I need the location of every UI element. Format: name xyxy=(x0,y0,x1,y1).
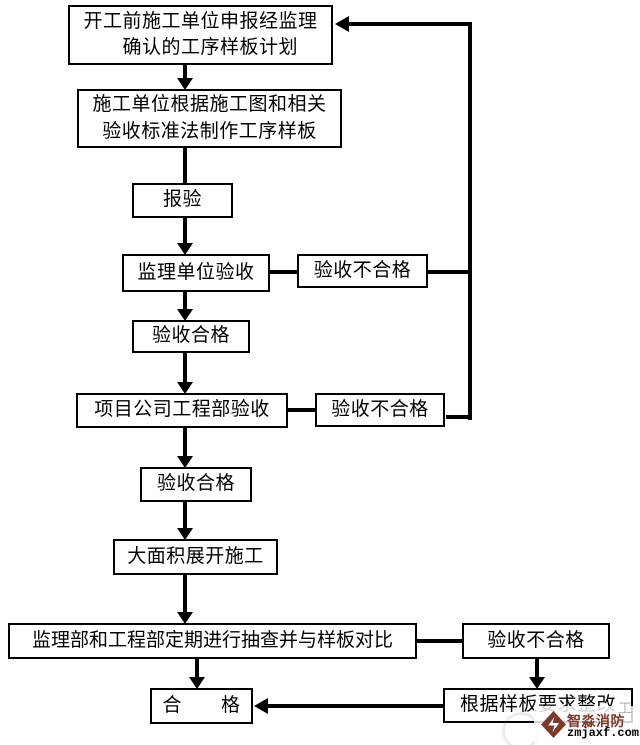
arrowhead-down-icon xyxy=(177,243,193,255)
connector-check-to-fail3 xyxy=(415,639,464,643)
flow-node-full-construction: 大面积展开施工 xyxy=(113,539,278,575)
arrowhead-down-icon xyxy=(529,677,545,689)
connector-fail1-to-feedback xyxy=(426,270,472,274)
arrowhead-down-icon xyxy=(177,309,193,321)
flow-node-supervisor-inspection: 监理单位验收 xyxy=(122,254,270,292)
arrowhead-down-icon xyxy=(177,382,193,394)
arrowhead-down-icon xyxy=(177,528,193,540)
arrow-construction-to-check xyxy=(183,575,187,612)
connector-make-to-submit xyxy=(183,148,187,183)
connector-supervisor-to-fail1 xyxy=(268,270,299,274)
flow-node-pass-2: 验收合格 xyxy=(140,467,252,502)
arrow-submit-to-supervisor xyxy=(183,218,187,243)
feedback-line-vertical xyxy=(468,22,472,420)
flow-node-periodic-check: 监理部和工程部定期进行抽查并与样板对比 xyxy=(8,623,417,659)
arrowhead-down-icon xyxy=(177,78,193,90)
arrowhead-left-icon xyxy=(335,16,349,32)
watermark-logo-icon xyxy=(541,711,566,738)
arrow-fail3-to-rectify xyxy=(535,659,539,677)
flow-node-qualified: 合 格 xyxy=(150,688,253,724)
flow-node-fail-2: 验收不合格 xyxy=(315,393,445,427)
watermark-ghost-char: 工 xyxy=(618,700,632,716)
flow-node-pass-1: 验收合格 xyxy=(132,320,250,353)
flow-node-fail-1: 验收不合格 xyxy=(297,254,428,288)
arrow-supervisor-to-pass1 xyxy=(183,292,187,309)
flow-node-make-sample: 施工单位根据施工图和相关 验收标准法制作工序样板 xyxy=(77,89,342,148)
arrow-company-to-pass2 xyxy=(183,428,187,456)
arrowhead-down-icon xyxy=(177,456,193,468)
watermark-brand-text: 智淼消防 xyxy=(567,713,625,729)
flow-node-company-inspection: 项目公司工程部验收 xyxy=(76,393,288,428)
arrowhead-left-icon xyxy=(254,698,268,714)
arrow-pass1-to-company xyxy=(183,353,187,382)
watermark-site-text: zmjaxf.com xyxy=(567,726,640,740)
connector-fail2-to-feedback xyxy=(446,415,472,419)
flow-node-submit-inspection: 报验 xyxy=(132,183,233,218)
arrowhead-down-icon xyxy=(189,677,205,689)
arrow-check-to-qualified xyxy=(195,659,199,677)
flow-node-sample-plan: 开工前施工单位申报经监理 确认的工序样板计划 xyxy=(68,5,333,65)
arrow-pass2-to-construction xyxy=(183,502,187,528)
arrow-plan-to-make xyxy=(183,65,187,79)
arrowhead-down-icon xyxy=(177,612,193,624)
flow-node-fail-3: 验收不合格 xyxy=(462,623,610,659)
arrow-rectify-to-qualified xyxy=(267,704,443,708)
feedback-line-top xyxy=(348,22,472,26)
connector-company-to-fail2 xyxy=(286,408,317,412)
